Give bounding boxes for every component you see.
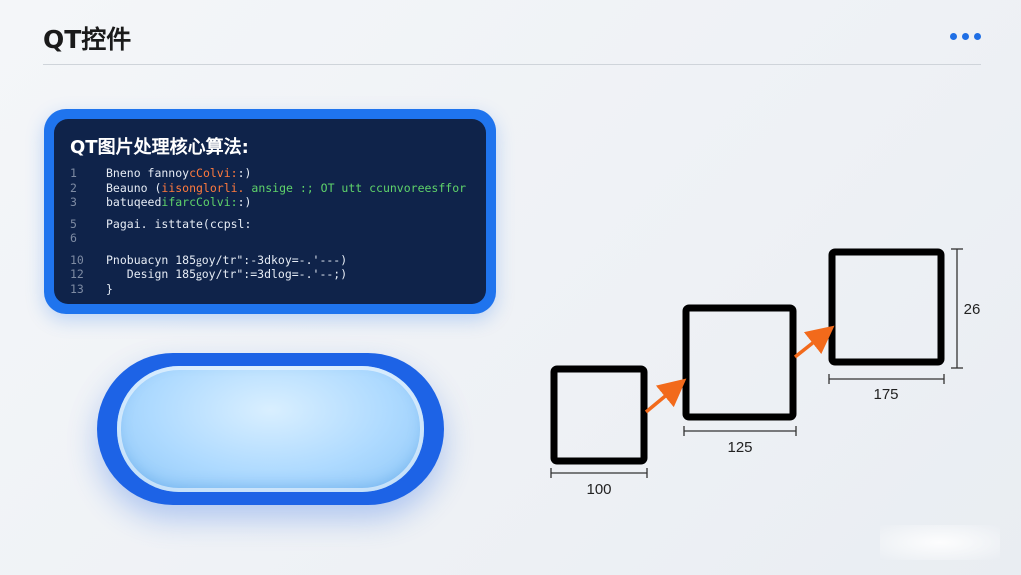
more-menu-icon[interactable] <box>950 33 981 40</box>
code-line: 10 Pnobuacyn 185ǥoy/tr":-3dkoy=-.'---) <box>70 253 470 268</box>
code-panel-title: QT图片处理核心算法: <box>70 137 249 158</box>
box-large <box>828 248 945 366</box>
code-text: Beauno ( <box>106 180 162 195</box>
height-label: 26 <box>964 301 981 318</box>
code-highlight: cColvi: <box>189 166 238 180</box>
code-line: 12 Design 185ǥoy/tr":=3dlog=-.'--;) <box>70 267 470 282</box>
code-line: 13 } <box>70 282 470 297</box>
code-text: Pnobuacyn 185ǥoy/tr":-3dkoy=-.'---) <box>106 252 348 267</box>
line-number: 3 <box>70 195 77 209</box>
line-number: 12 <box>70 267 84 281</box>
code-text: ansige :; OT utt ccunvoreesffor <box>244 180 467 195</box>
scale-arrow <box>644 378 687 414</box>
code-text: Design 185ǥoy/tr":=3dlog=-.'--;) <box>106 267 348 281</box>
code-text: batuqeed <box>106 195 162 209</box>
box-small <box>550 365 648 465</box>
code-highlight: ifarcColvi: <box>161 195 238 209</box>
code-text: } <box>106 281 113 296</box>
pill-button-face[interactable] <box>117 366 424 492</box>
scale-arrow <box>793 325 835 359</box>
code-highlight: iisonglorli. <box>161 180 245 195</box>
line-number: 1 <box>70 166 77 180</box>
line-number: 13 <box>70 281 84 296</box>
page-title: QT控件 <box>43 25 132 54</box>
dimension-label: 100 <box>586 481 611 498</box>
background-glow <box>880 525 1000 560</box>
line-number: 5 <box>70 216 77 231</box>
code-text: :) <box>237 166 252 180</box>
box-medium <box>682 304 797 421</box>
header-divider <box>43 64 981 65</box>
code-line: 2 Beauno (iisonglorli. ansige :; OT utt … <box>70 181 470 196</box>
dimension-label: 175 <box>873 386 898 403</box>
code-text: Bneno fannoy <box>106 166 190 180</box>
line-number: 2 <box>70 180 77 195</box>
code-line: 5 Pagai. isttate(ccpsl: <box>70 217 470 232</box>
line-number: 10 <box>70 252 84 267</box>
line-number: 6 <box>70 231 77 245</box>
dimension-label: 125 <box>727 439 752 456</box>
code-text: Pagai. isttate(ccpsl: <box>106 216 252 231</box>
code-text: :) <box>237 195 252 209</box>
pill-button[interactable] <box>97 353 444 505</box>
code-line: 6 <box>70 231 470 246</box>
